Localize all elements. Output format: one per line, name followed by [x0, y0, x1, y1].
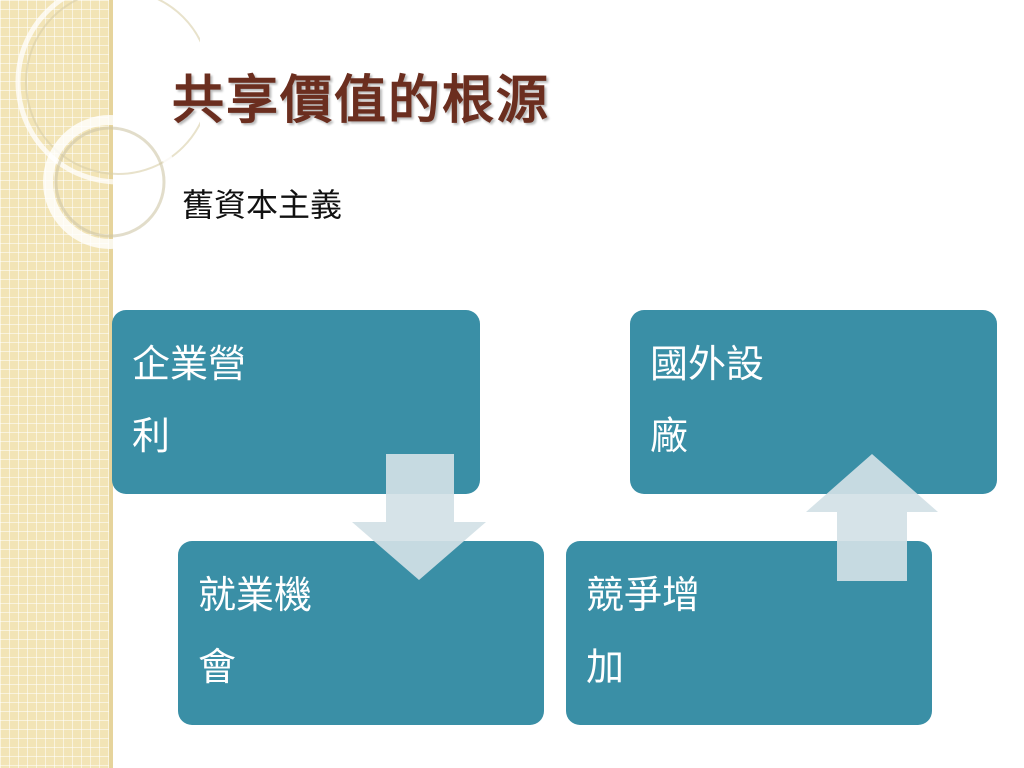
box-label-line: 廠	[650, 414, 689, 458]
box-label-line: 競爭增	[586, 573, 701, 617]
box-label-line: 加	[586, 645, 625, 689]
diagram-box-employment: 就業機 會	[178, 541, 544, 725]
decorative-side-strip	[0, 0, 113, 768]
box-label-line: 企業營	[132, 342, 247, 386]
diagram-box-overseas-factory: 國外設 廠	[630, 310, 997, 494]
page-subtitle: 舊資本主義	[182, 186, 343, 224]
decorative-side-edge	[109, 0, 113, 768]
box-label-line: 國外設	[650, 342, 765, 386]
box-label-line: 就業機	[198, 573, 313, 617]
diagram-box-company-profit: 企業營 利	[112, 310, 480, 494]
box-label-line: 會	[198, 645, 237, 689]
box-label-line: 利	[132, 414, 171, 458]
diagram-box-competition: 競爭增 加	[566, 541, 932, 725]
page-title: 共享價值的根源	[172, 71, 551, 131]
